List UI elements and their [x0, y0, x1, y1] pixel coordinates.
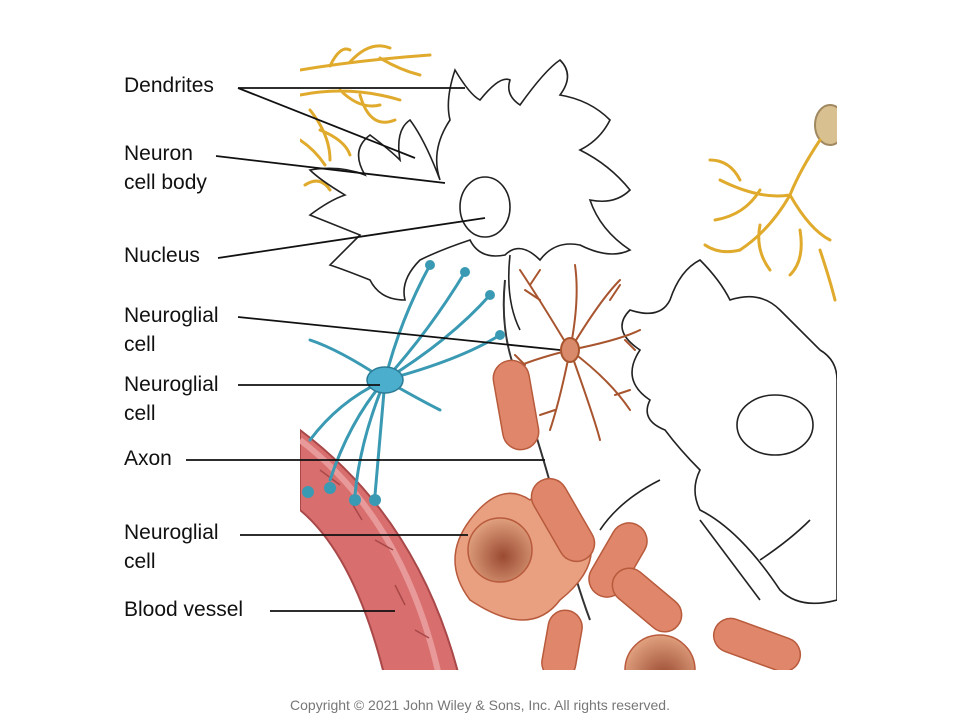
leader-neuron-body [215, 155, 446, 184]
label-blood-vessel: Blood vessel [124, 598, 244, 621]
leader-lines [186, 87, 561, 612]
yellow-dendrite-top [300, 44, 432, 192]
label-neuroglial-cell-2: Neuroglial cell [124, 373, 219, 425]
neuron-outline-right [599, 259, 837, 605]
label-nucleus: Nucleus [124, 244, 200, 267]
copyright-notice: Copyright © 2021 John Wiley & Sons, Inc.… [290, 697, 670, 713]
blood-vessel [300, 428, 459, 670]
label-neuroglial-cell-1: Neuroglial cell [124, 304, 219, 356]
label-neuroglial-cell-3: Neuroglial cell [124, 521, 219, 573]
leader-nucleus [217, 217, 486, 259]
yellow-dendrite-right [703, 104, 837, 302]
label-neuron-cell-body: Neuron cell body [124, 142, 207, 194]
neuron-outline-main [308, 58, 632, 331]
oligodendrocyte [454, 359, 802, 670]
leader-dendrites-b [237, 87, 416, 159]
astrocyte [302, 260, 505, 506]
microglia [509, 264, 641, 441]
label-dendrites: Dendrites [124, 74, 214, 97]
leader-neuroglial-1 [237, 316, 561, 351]
label-axon: Axon [124, 447, 172, 470]
